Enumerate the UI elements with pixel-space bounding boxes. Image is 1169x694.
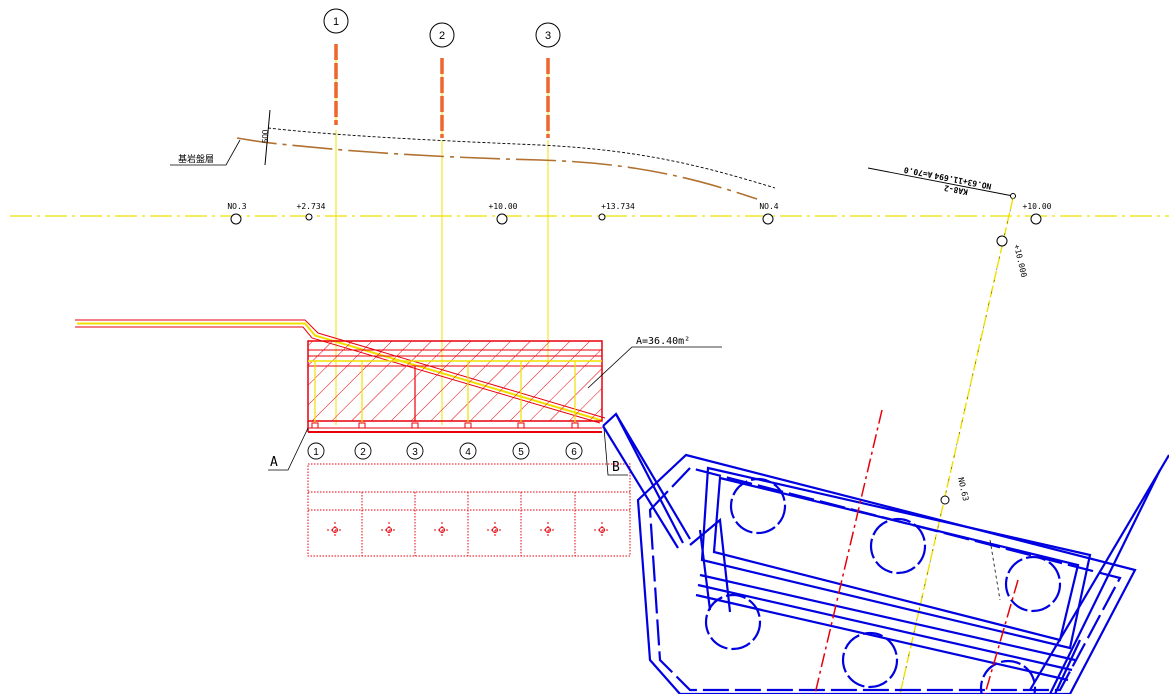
svg-text:+13.734: +13.734 <box>601 202 635 211</box>
ground-surface-line <box>267 127 776 189</box>
curve-leader-line <box>867 167 1014 197</box>
side-station-point <box>996 235 1008 247</box>
anchor-plates <box>311 422 579 429</box>
svg-text:NO.3: NO.3 <box>227 202 246 211</box>
pile-number-3: 3 <box>412 447 418 458</box>
bridge-axis-lines <box>814 409 1019 694</box>
point-b-label: B <box>612 460 620 475</box>
curve-annotation: KA8-2 NO.63+11.694 A=70.0 <box>903 165 992 196</box>
grid-axis-3: 3 <box>535 22 561 365</box>
svg-text:+10.00: +10.00 <box>1023 202 1052 211</box>
anchor-bars <box>314 361 576 425</box>
pile-plan-points <box>327 522 610 538</box>
bridge-plan <box>602 412 1169 694</box>
area-leader <box>587 346 722 389</box>
layer-leader <box>170 139 241 166</box>
svg-text:+10.00: +10.00 <box>489 202 518 211</box>
bedrock-layer-line <box>236 137 758 200</box>
offset-dimension-line <box>264 109 271 166</box>
point-a-label: A <box>270 455 278 470</box>
side-station-1: +10.000 <box>1012 243 1028 278</box>
station-13734: +13.734 <box>598 202 635 221</box>
station-1000: +10.00 <box>489 202 518 225</box>
pile-number-4: 4 <box>465 447 471 458</box>
point-a-leader <box>268 427 309 471</box>
grid-axis-1: 1 <box>323 8 349 425</box>
grid-marker-2: 2 <box>439 30 445 42</box>
pile-number-2: 2 <box>360 447 366 458</box>
station-1000-right: +10.00 <box>1023 202 1052 225</box>
svg-text:+2.734: +2.734 <box>297 202 326 211</box>
station-2734: +2.734 <box>297 202 326 221</box>
grid-marker-1: 1 <box>333 16 339 28</box>
svg-text:A=70.0: A=70.0 <box>903 165 933 179</box>
curve-point <box>1010 193 1016 199</box>
pile-number-6: 6 <box>571 447 577 458</box>
station-no4: NO.4 <box>759 202 779 225</box>
pile-number-5: 5 <box>518 447 524 458</box>
pile-numbers: 1 2 3 4 5 6 <box>307 442 583 460</box>
svg-text:NO.4: NO.4 <box>759 202 778 211</box>
offset-label: 500 <box>261 129 270 143</box>
point-b-leader <box>603 427 628 476</box>
grid-marker-3: 3 <box>545 30 551 42</box>
bridge-aux-line <box>989 539 1001 601</box>
pile-plan-grid <box>307 463 631 557</box>
abutment <box>307 340 603 433</box>
station-no3: NO.3 <box>227 202 247 225</box>
side-station-point-2 <box>940 495 950 505</box>
side-station-2: NO.63 <box>956 476 970 502</box>
layer-label: 基岩盤層 <box>178 153 214 164</box>
area-label: A=36.40m² <box>636 336 690 347</box>
pile-number-1: 1 <box>313 447 319 458</box>
